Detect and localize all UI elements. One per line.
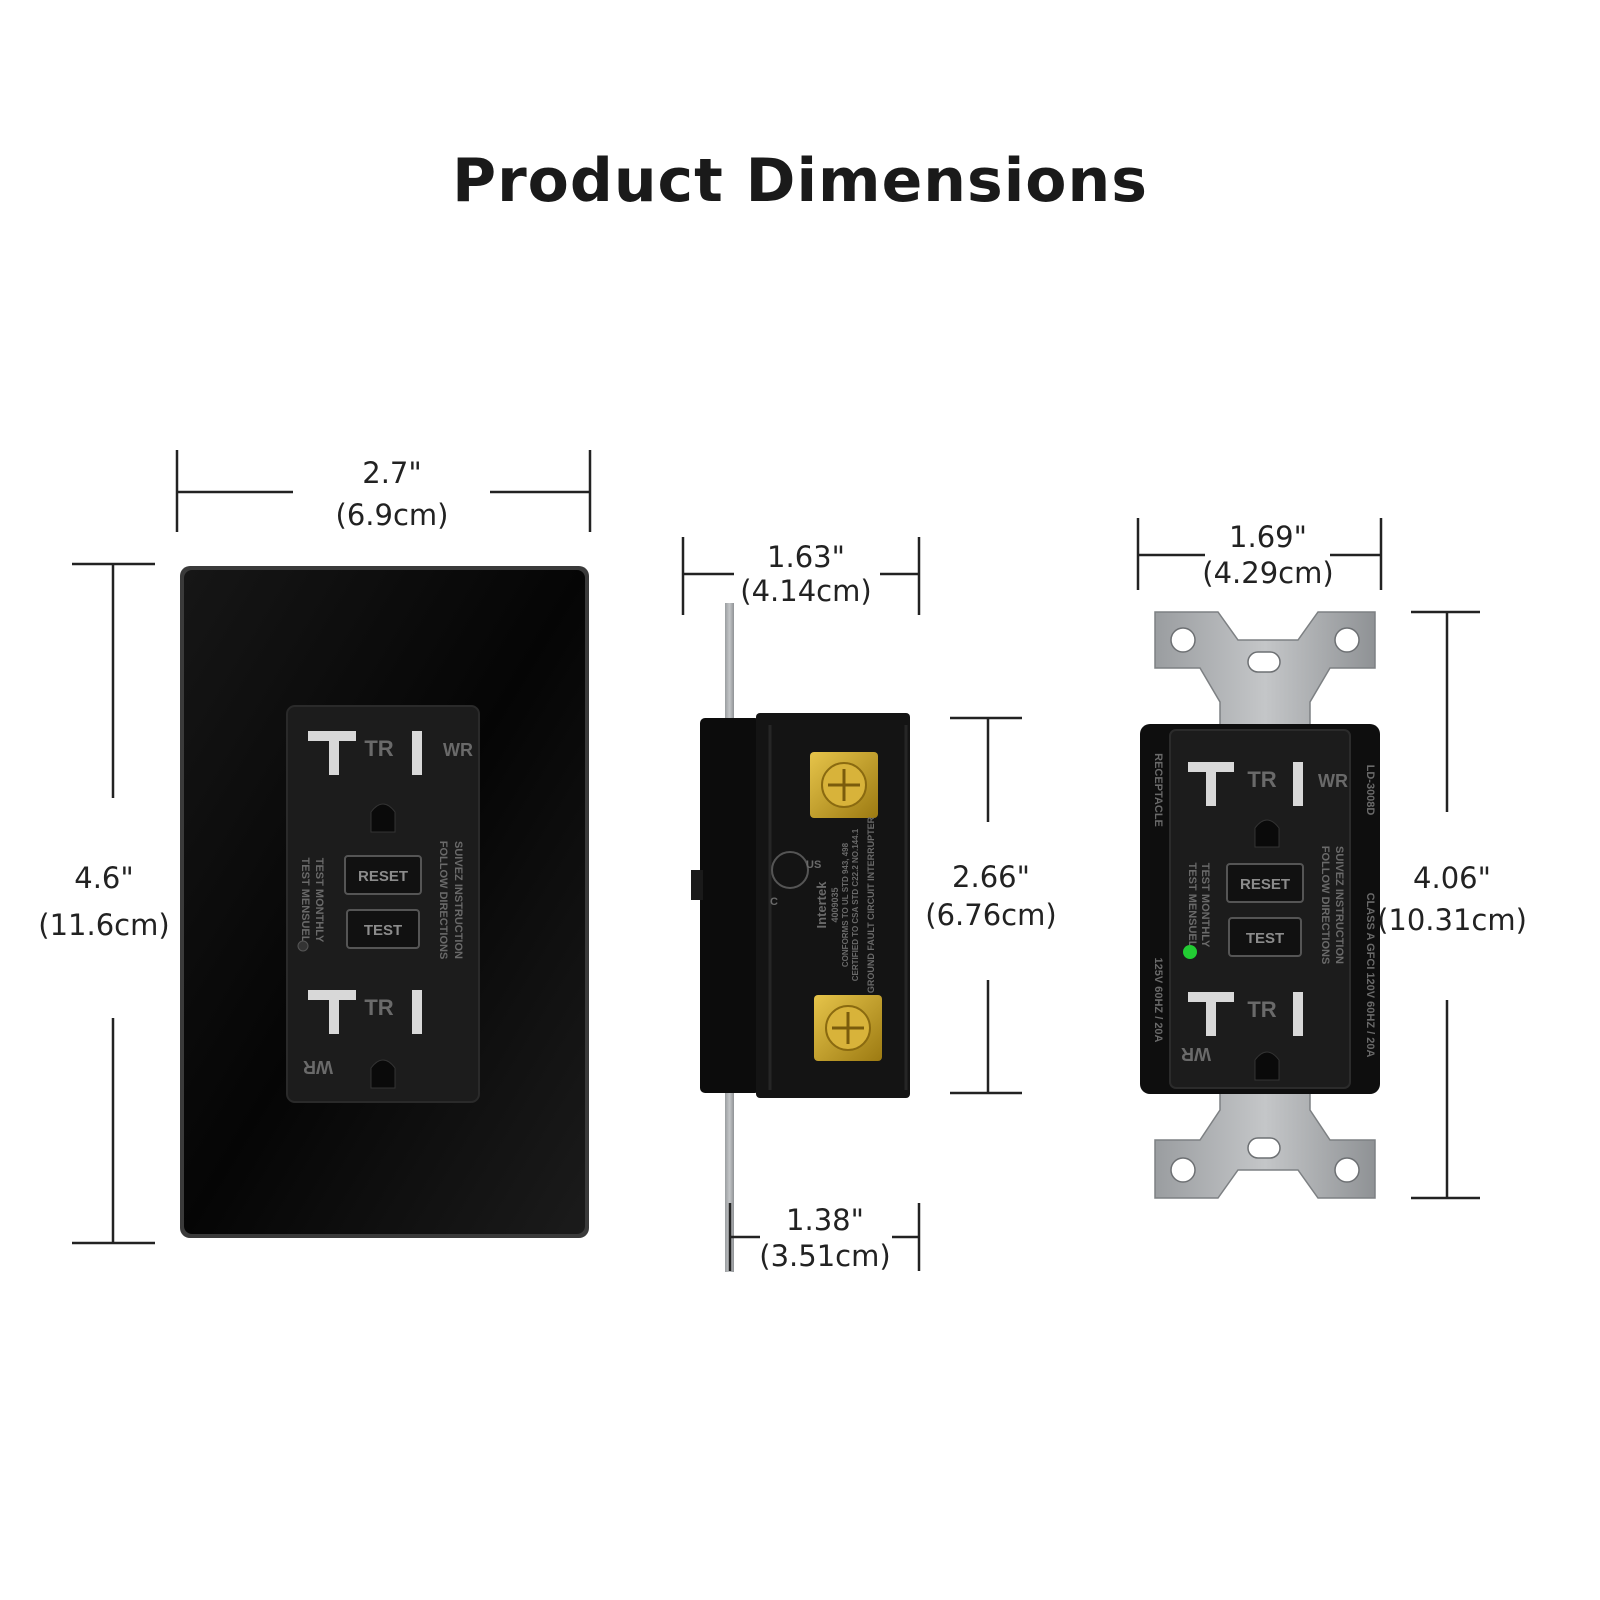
svg-text:US: US xyxy=(806,859,821,871)
ground-hole xyxy=(1254,819,1280,848)
side-body-depth-imperial: 1.38" xyxy=(786,1203,864,1237)
svg-text:TEST: TEST xyxy=(364,922,402,939)
svg-text:4009035: 4009035 xyxy=(830,887,840,922)
svg-text:TEST: TEST xyxy=(1246,930,1284,947)
svg-text:TEST MONTHLY: TEST MONTHLY xyxy=(1199,863,1211,948)
outlet-top-receptacle: TR WR xyxy=(1188,762,1348,848)
plate-bottom-outlet: TR WR xyxy=(303,990,422,1089)
t-slot xyxy=(1206,992,1216,1036)
mounting-hole-icon xyxy=(1334,1157,1360,1183)
face-housing xyxy=(700,718,760,1093)
side-depth-imperial: 1.63" xyxy=(767,540,845,574)
bottom-mounting-strap xyxy=(1154,1079,1376,1199)
outlet-width-dimension: 1.69" (4.29cm) xyxy=(1136,518,1383,590)
outlet-height-metric: (10.31cm) xyxy=(1377,903,1527,937)
wall-plate-view: 2.7" (6.9cm) 4.6" (11.6cm) TR WR xyxy=(38,450,592,1245)
side-height-dimension: 2.66" (6.76cm) xyxy=(925,716,1057,1095)
outlet-test-button[interactable]: TEST xyxy=(1228,917,1302,957)
mounting-hole-icon xyxy=(1170,627,1196,653)
test-mensuel-label: TEST MENSUEL xyxy=(299,858,311,943)
outlet-reset-button[interactable]: RESET xyxy=(1226,863,1304,903)
status-indicator-light-icon xyxy=(1183,945,1197,959)
svg-text:FOLLOW DIRECTIONS: FOLLOW DIRECTIONS xyxy=(1319,846,1331,965)
svg-text:SUIVEZ INSTRUCTION: SUIVEZ INSTRUCTION xyxy=(1333,846,1345,964)
svg-text:CERTIFIED TO CSA STD C22.2 NO.: CERTIFIED TO CSA STD C22.2 NO.144.1 xyxy=(851,828,860,981)
plate-width-imperial: 2.7" xyxy=(362,456,421,490)
tr-mark: TR xyxy=(1247,767,1276,792)
neutral-slot xyxy=(1293,762,1303,806)
center-slot-icon xyxy=(1247,651,1281,673)
ground-hole xyxy=(1254,1051,1280,1081)
plate-height-imperial: 4.6" xyxy=(74,861,133,895)
outlet-front-view: 1.69" (4.29cm) 4.06" (10.31cm) xyxy=(1136,518,1527,1200)
model-label: LD-3008D xyxy=(1364,765,1376,816)
plate-width-metric: (6.9cm) xyxy=(336,498,449,532)
top-mounting-strap xyxy=(1154,611,1376,731)
side-view: 1.63" (4.14cm) C US Intertek xyxy=(681,537,1057,1273)
t-slot xyxy=(1206,762,1216,806)
wr-mark: WR xyxy=(1318,771,1348,791)
mounting-hole-icon xyxy=(1170,1157,1196,1183)
suivez-instruction-label: SUIVEZ INSTRUCTION xyxy=(452,841,464,959)
etl-mark-icon xyxy=(771,851,809,889)
outlet-height-dimension: 4.06" (10.31cm) xyxy=(1377,610,1527,1200)
neutral-slot xyxy=(412,990,422,1034)
brand-label: Intertek xyxy=(814,881,829,929)
plate-width-dimension: 2.7" (6.9cm) xyxy=(175,450,592,532)
wr-mark: WR xyxy=(1181,1044,1211,1064)
svg-text:GROUND FAULT CIRCUIT INTERRUPT: GROUND FAULT CIRCUIT INTERRUPTER xyxy=(866,816,876,993)
tr-mark: TR xyxy=(364,995,393,1020)
receptacle-label: RECEPTACLE xyxy=(1152,753,1164,827)
svg-text:TEST MENSUEL: TEST MENSUEL xyxy=(1186,863,1198,948)
certification-label: C US Intertek 4009035 CONFORMS TO UL STD… xyxy=(770,816,876,993)
top-terminal-screw xyxy=(810,752,878,818)
ground-hole xyxy=(370,1059,396,1089)
mounting-hole-icon xyxy=(1334,627,1360,653)
plate-top-outlet: TR WR xyxy=(308,731,473,833)
test-monthly-label: TEST MONTHLY xyxy=(313,858,325,943)
neutral-slot xyxy=(412,731,422,775)
outlet-width-metric: (4.29cm) xyxy=(1202,556,1333,590)
tr-mark: TR xyxy=(1247,997,1276,1022)
svg-text:RESET: RESET xyxy=(358,868,408,885)
side-depth-dimension: 1.63" (4.14cm) xyxy=(681,537,921,615)
svg-text:RESET: RESET xyxy=(1240,876,1290,893)
plate-height-dimension: 4.6" (11.6cm) xyxy=(38,562,170,1245)
page-title: Product Dimensions xyxy=(452,146,1148,216)
wr-mark: WR xyxy=(443,740,473,760)
wr-mark: WR xyxy=(303,1057,333,1077)
side-height-metric: (6.76cm) xyxy=(925,898,1056,932)
follow-directions-label: FOLLOW DIRECTIONS xyxy=(437,841,449,960)
outlet-height-imperial: 4.06" xyxy=(1413,861,1491,895)
outlet-width-imperial: 1.69" xyxy=(1229,520,1307,554)
ground-hole xyxy=(370,803,396,833)
rating-right-label: CLASS A GFCI 120V 60HZ / 20A xyxy=(1364,893,1376,1058)
svg-text:CONFORMS TO UL STD 943, 498: CONFORMS TO UL STD 943, 498 xyxy=(841,842,850,967)
neutral-slot xyxy=(1293,992,1303,1036)
rating-left-label: 125V 60HZ / 20A xyxy=(1152,958,1164,1043)
plate-height-metric: (11.6cm) xyxy=(38,908,169,942)
side-height-imperial: 2.66" xyxy=(952,860,1030,894)
plate-reset-button[interactable]: RESET xyxy=(344,855,422,895)
plate-test-button[interactable]: TEST xyxy=(346,909,420,949)
side-depth-metric: (4.14cm) xyxy=(740,574,871,608)
indicator-light-icon xyxy=(297,940,309,952)
center-slot-icon xyxy=(1247,1137,1281,1159)
bottom-terminal-screw xyxy=(814,995,882,1061)
outlet-bottom-receptacle: TR WR xyxy=(1181,992,1303,1081)
svg-text:C: C xyxy=(770,896,778,908)
side-body-depth-metric: (3.51cm) xyxy=(759,1239,890,1273)
side-body-depth-dimension: 1.38" (3.51cm) xyxy=(728,1203,921,1273)
tr-mark: TR xyxy=(364,736,393,761)
